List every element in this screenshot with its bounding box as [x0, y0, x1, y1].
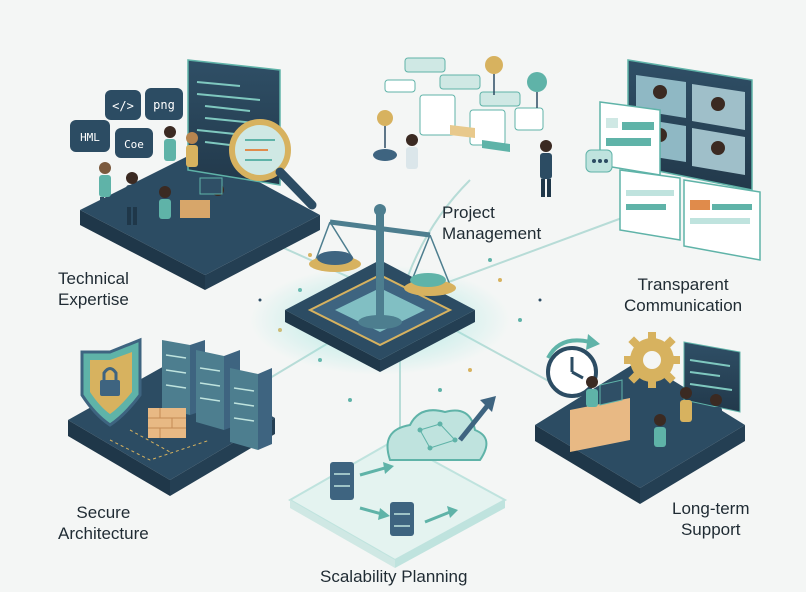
label-scalability-planning: Scalability Planning [320, 567, 468, 586]
scale-servers [330, 462, 458, 536]
shield-lock-icon [80, 337, 142, 427]
balance-scale-icon [309, 204, 456, 329]
file-tag-code-text: </> [112, 99, 134, 113]
support-board [683, 341, 741, 413]
long-term-support-platform [535, 332, 745, 504]
file-tag-html: HML [70, 120, 110, 152]
project-management-board [373, 56, 552, 197]
manager-people [406, 134, 552, 197]
support-desk [570, 376, 630, 452]
map-pin-icons [377, 56, 547, 148]
label-project-management: Project Management [442, 203, 542, 243]
scalability-planning-platform [287, 396, 508, 568]
cloud-network-icon [386, 396, 496, 461]
server-rack-icon [162, 340, 272, 450]
label-secure-architecture: Secure Architecture [58, 503, 149, 543]
file-tag-coe-text: Coe [124, 138, 144, 151]
support-people [654, 387, 722, 447]
label-transparent-communication: Transparent Communication [624, 275, 743, 315]
gear-icon [624, 332, 680, 388]
firewall-icon [148, 408, 186, 438]
file-tag-png: png [145, 88, 183, 120]
center-hub [250, 204, 510, 375]
clock-refresh-icon [546, 334, 600, 398]
dashboard-window [619, 169, 761, 261]
file-tag-code: </> [105, 90, 141, 120]
technical-expertise-platform: HML </> png Coe [70, 59, 320, 290]
chat-bubble-icon [585, 149, 613, 173]
transparent-communication-screens [585, 59, 761, 261]
file-tag-png-text: png [153, 98, 175, 112]
team-people [99, 126, 224, 225]
label-technical-expertise: Technical Expertise [58, 269, 129, 309]
kanban-board-icon [384, 57, 544, 152]
secure-architecture-platform [68, 337, 275, 496]
magnifier-icon [229, 119, 317, 210]
label-long-term-support: Long-term Support [672, 499, 750, 539]
file-tag-html-text: HML [80, 131, 100, 144]
file-tag-coe: Coe [115, 128, 153, 158]
